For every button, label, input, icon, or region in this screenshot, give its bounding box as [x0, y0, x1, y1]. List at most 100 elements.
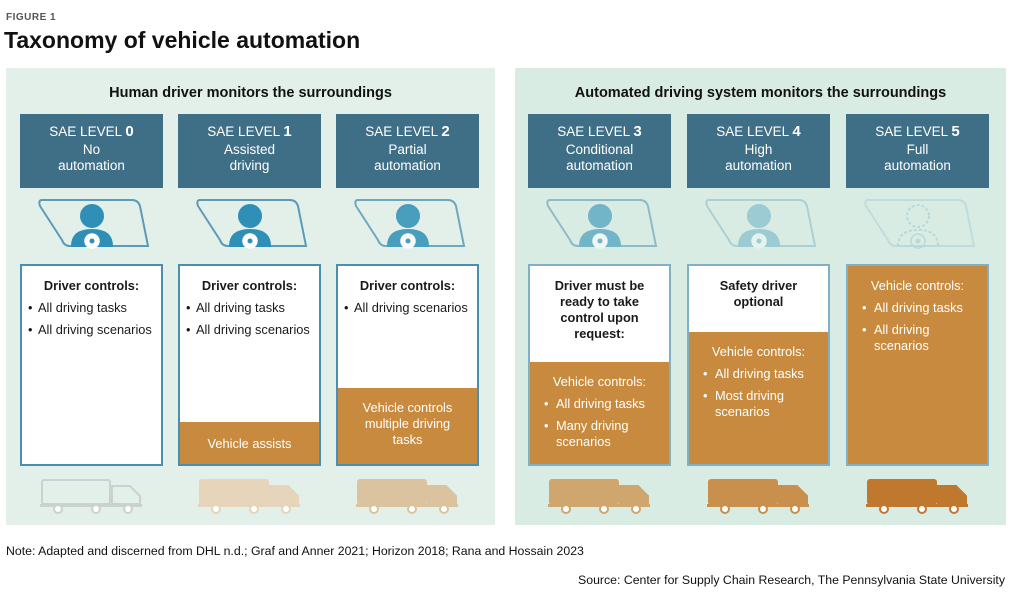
level-label: SAE LEVEL 1	[178, 123, 321, 140]
vehicle-controls-item: All driving tasks	[862, 300, 987, 316]
vehicle-controls-item: All driving tasks	[703, 366, 828, 382]
level-prefix: SAE LEVEL	[557, 124, 630, 139]
vehicle-controls-list: All driving tasksMost driving scenarios	[689, 366, 828, 420]
level-desc-line2: automation	[374, 158, 441, 173]
level-label: SAE LEVEL 5	[846, 123, 989, 140]
level-number: 3	[633, 123, 642, 140]
level-desc-line1: Conditional	[565, 142, 634, 157]
truck-icon	[38, 474, 148, 519]
truck-icon	[864, 474, 974, 519]
driver-controls-item: All driving tasks	[186, 300, 313, 316]
driver-controls-list: All driving tasksAll driving scenarios	[186, 300, 313, 338]
truck-icon	[354, 474, 464, 519]
vehicle-controls-heading: Vehicle assists	[207, 436, 292, 451]
level-prefix: SAE LEVEL	[49, 124, 122, 139]
driver-icon	[20, 194, 163, 258]
panel-title-right: Automated driving system monitors the su…	[574, 85, 947, 101]
truck-icon	[546, 474, 656, 519]
vehicle-controls-heading: Vehicle controls multiple driving tasks	[362, 400, 453, 447]
truck-icon	[705, 474, 815, 519]
level-label: SAE LEVEL 4	[687, 123, 830, 140]
control-box-level-2: Driver controls: All driving scenariosVeh…	[336, 264, 479, 466]
level-desc-line2: driving	[229, 158, 270, 173]
driver-controls-item: All driving scenarios	[186, 322, 313, 338]
level-desc-line1: High	[744, 142, 773, 157]
driver-controls-item: All driving tasks	[28, 300, 155, 316]
figure-title: Taxonomy of vehicle automation	[4, 27, 361, 53]
driver-controls-list: All driving tasksAll driving scenarios	[28, 300, 155, 338]
level-prefix: SAE LEVEL	[716, 124, 789, 139]
level-desc-line2: automation	[884, 158, 951, 173]
figure-label: FIGURE 1	[6, 12, 57, 23]
level-prefix: SAE LEVEL	[875, 124, 948, 139]
level-desc-line1: Partial	[388, 142, 427, 157]
level-label: SAE LEVEL 0	[20, 123, 163, 140]
driver-controls-item: All driving scenarios	[344, 300, 471, 316]
level-number: 2	[441, 123, 450, 140]
level-label: SAE LEVEL 2	[336, 123, 479, 140]
level-desc-line1: No	[82, 142, 101, 157]
level-desc-line1: Full	[906, 142, 929, 157]
vehicle-controls-list: All driving tasksAll driving scenarios	[848, 300, 987, 354]
control-box-level-3: Driver must be ready to take control upo…	[528, 264, 671, 466]
driver-controls: Safety driver optional	[689, 266, 828, 310]
vehicle-controls-item: Many driving scenarios	[544, 418, 669, 450]
vehicle-controls-list: All driving tasksMany driving scenarios	[530, 396, 669, 450]
level-label: SAE LEVEL 3	[528, 123, 671, 140]
level-prefix: SAE LEVEL	[207, 124, 280, 139]
level-prefix: SAE LEVEL	[365, 124, 438, 139]
driver-controls-heading: Safety driver optional	[719, 278, 798, 309]
driver-icon	[336, 194, 479, 258]
level-number: 5	[951, 123, 960, 140]
source-text: Source: Center for Supply Chain Research…	[578, 573, 1005, 587]
driver-icon	[687, 194, 830, 258]
driver-controls: Driver controls:All driving tasksAll dri…	[180, 266, 319, 338]
level-number: 4	[792, 123, 801, 140]
driver-controls: Driver must be ready to take control upo…	[530, 266, 669, 342]
driver-icon	[846, 194, 989, 258]
level-number: 0	[125, 123, 134, 140]
driver-icon	[528, 194, 671, 258]
control-box-level-1: Driver controls:All driving tasksAll dri…	[178, 264, 321, 466]
driver-controls: Driver controls: All driving scenarios	[338, 266, 477, 316]
driver-controls-item: All driving scenarios	[28, 322, 155, 338]
vehicle-controls-item: All driving tasks	[544, 396, 669, 412]
panel-title-left: Human driver monitors the surroundings	[109, 85, 392, 101]
vehicle-controls: Vehicle controls: All driving tasksMost d…	[689, 332, 828, 464]
vehicle-controls: Vehicle controls: All driving tasksMany d…	[530, 362, 669, 464]
level-desc-line2: automation	[725, 158, 792, 173]
driver-controls-heading: Driver controls:	[359, 278, 456, 293]
note-text: Note: Adapted and discerned from DHL n.d…	[6, 544, 584, 558]
level-desc-line2: automation	[566, 158, 633, 173]
truck-icon	[196, 474, 306, 519]
driver-controls-heading: Driver must be ready to take control upo…	[554, 278, 645, 341]
vehicle-controls-heading: Vehicle controls:	[870, 278, 965, 293]
level-desc-line1: Assisted	[223, 142, 276, 157]
driver-controls-heading: Driver controls:	[43, 278, 140, 293]
control-box-level-5: Vehicle controls:All driving tasksAll dr…	[846, 264, 989, 466]
control-box-level-0: Driver controls:All driving tasksAll dri…	[20, 264, 163, 466]
driver-controls-list: All driving scenarios	[344, 300, 471, 316]
vehicle-controls-heading: Vehicle controls:	[711, 344, 806, 359]
vehicle-controls: Vehicle controls multiple driving tasks	[338, 388, 477, 464]
level-desc-line2: automation	[58, 158, 125, 173]
vehicle-controls-heading: Vehicle controls:	[552, 374, 647, 389]
driver-icon	[178, 194, 321, 258]
vehicle-controls: Vehicle controls:All driving tasksAll dr…	[848, 266, 987, 464]
vehicle-controls-item: Most driving scenarios	[703, 388, 828, 420]
vehicle-controls: Vehicle assists	[180, 422, 319, 464]
vehicle-controls-item: All driving scenarios	[862, 322, 987, 354]
